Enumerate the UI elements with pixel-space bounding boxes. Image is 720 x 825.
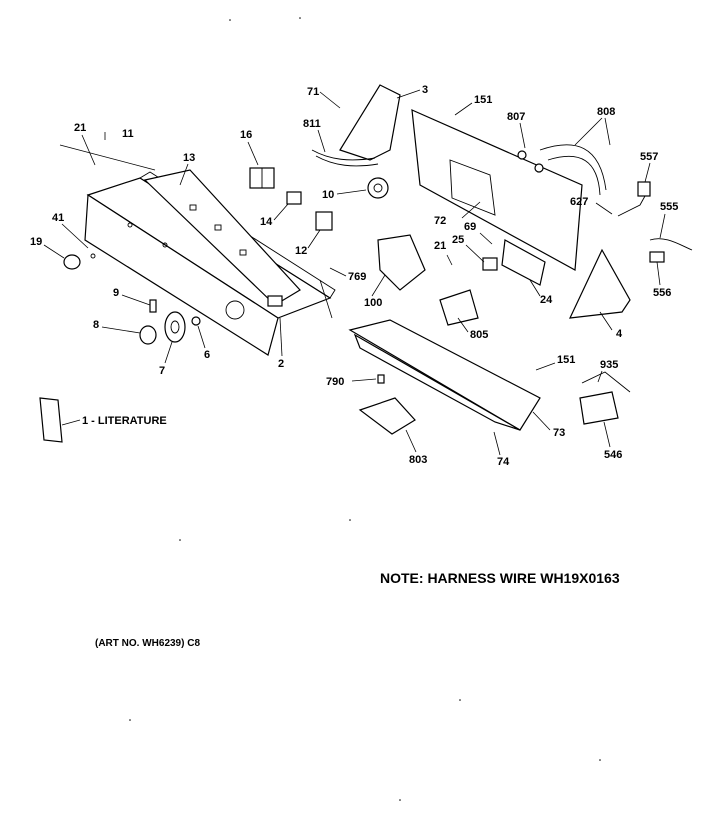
pressure-switch-10: [367, 177, 389, 199]
wire-555-556: [649, 238, 693, 263]
label-790: 790: [326, 376, 344, 388]
label-4: 4: [616, 328, 623, 340]
label-72: 72: [434, 215, 446, 227]
switch-16: [249, 167, 275, 189]
label-10: 10: [322, 189, 334, 201]
hoses-808: [539, 144, 607, 196]
label-807: 807: [507, 111, 525, 123]
label-74: 74: [497, 456, 510, 468]
hose-811: [311, 149, 379, 167]
backsplash-72: [411, 109, 583, 271]
label-151-top: 151: [474, 94, 492, 106]
end-cap-4: [568, 248, 631, 319]
label-769: 769: [348, 271, 366, 283]
cover-803: [358, 397, 416, 435]
label-13: 13: [183, 152, 195, 164]
art-number: (ART NO. WH6239) C8: [95, 638, 201, 649]
literature-label: 1 - LITERATURE: [82, 415, 167, 427]
label-73: 73: [553, 427, 565, 439]
label-24: 24: [540, 294, 553, 306]
label-19: 19: [30, 236, 42, 248]
bracket-3: [339, 84, 401, 161]
label-14: 14: [260, 216, 273, 228]
label-151-mid: 151: [557, 354, 575, 366]
label-21-top: 21: [74, 122, 86, 134]
switch-12: [315, 211, 333, 231]
label-8: 8: [93, 319, 99, 331]
label-6: 6: [204, 349, 210, 361]
control-base-73: [348, 319, 541, 431]
label-803: 803: [409, 454, 427, 466]
label-12: 12: [295, 245, 307, 257]
knob-19: [63, 253, 96, 270]
trim-74: [493, 431, 501, 456]
harness-546: [579, 371, 631, 425]
label-11: 11: [122, 128, 134, 140]
knob-8: [139, 325, 157, 345]
timer-100: [377, 234, 426, 291]
label-25: 25: [452, 234, 464, 246]
label-556: 556: [653, 287, 671, 299]
literature-booklet: [39, 397, 81, 443]
label-21-mid: 21: [434, 240, 446, 252]
washer-6: [191, 316, 201, 326]
label-69: 69: [464, 221, 476, 233]
valve-805: [439, 289, 479, 326]
label-16: 16: [240, 129, 252, 141]
relay-25: [482, 257, 498, 271]
label-3: 3: [422, 84, 428, 96]
label-9: 9: [113, 287, 119, 299]
label-627: 627: [570, 196, 588, 208]
label-2: 2: [278, 358, 284, 370]
switch-14: [286, 191, 302, 205]
label-555: 555: [660, 201, 678, 213]
scan-speckles: [129, 17, 601, 801]
label-41: 41: [52, 212, 64, 224]
dial-7: [164, 311, 186, 343]
board-24: [501, 239, 546, 286]
thermistor-557: [617, 181, 651, 217]
label-805: 805: [470, 329, 488, 341]
label-7: 7: [159, 365, 165, 377]
label-546: 546: [604, 449, 622, 461]
control-panel-backplate: [143, 169, 301, 307]
grommets-807: [517, 150, 544, 173]
label-811: 811: [303, 118, 321, 130]
harness-note: NOTE: HARNESS WIRE WH19X0163: [380, 570, 620, 586]
label-935: 935: [600, 359, 618, 371]
part-labels: 71 3 151 807 808 811 21 11 13 16 557 10 …: [30, 84, 678, 468]
spring-9: [149, 299, 157, 313]
label-808: 808: [597, 106, 615, 118]
label-557: 557: [640, 151, 658, 163]
screw-790: [377, 374, 385, 384]
label-100: 100: [364, 297, 382, 309]
label-71: 71: [307, 86, 319, 98]
